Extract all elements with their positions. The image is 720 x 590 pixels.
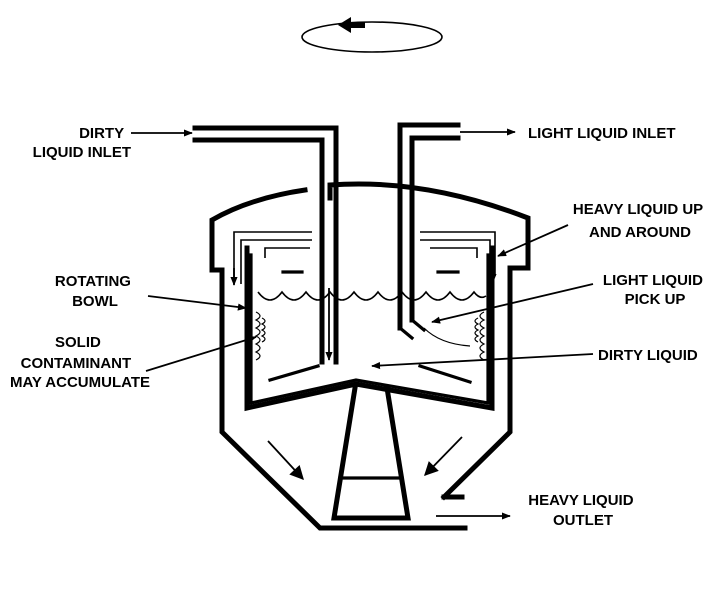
disc-right — [417, 363, 473, 385]
leader-heavy-up — [497, 224, 569, 257]
rotation-arrow-icon — [301, 17, 443, 53]
leader-rotating-bowl — [147, 295, 247, 311]
leader-dirty-liquid — [371, 353, 594, 370]
dirty-inlet-tube — [192, 125, 339, 365]
label-heavy-up: HEAVY LIQUID UP AND AROUND — [573, 201, 707, 241]
flow-arrow-housing-right — [424, 436, 463, 477]
label-dirty-liquid: DIRTY LIQUID — [598, 347, 698, 364]
solid-contaminant-left — [254, 311, 266, 361]
label-dirty-inlet: DIRTY LIQUID INLET — [33, 125, 131, 161]
light-pickup-curve — [423, 327, 471, 347]
rotating-bowl — [244, 245, 495, 412]
leader-solid-contaminant — [145, 335, 257, 372]
light-inlet-tube — [397, 122, 496, 341]
leader-light-pickup — [431, 283, 594, 324]
solid-contaminant-right — [474, 311, 486, 361]
label-solid-contaminant: SOLID CONTAMINANT MAY ACCUMULATE — [10, 334, 150, 391]
outer-housing — [209, 181, 531, 531]
label-rotating-bowl: ROTATING BOWL — [55, 273, 135, 310]
disc-left — [268, 364, 320, 382]
label-light-inlet: LIGHT LIQUID INLET — [528, 125, 676, 142]
label-light-pickup: LIGHT LIQUID PICK UP — [603, 272, 707, 308]
label-heavy-outlet: HEAVY LIQUID OUTLET — [528, 492, 637, 529]
liquid-surface — [257, 290, 487, 301]
flow-arrow-housing-left — [267, 440, 304, 481]
outlet-cone — [331, 385, 411, 521]
